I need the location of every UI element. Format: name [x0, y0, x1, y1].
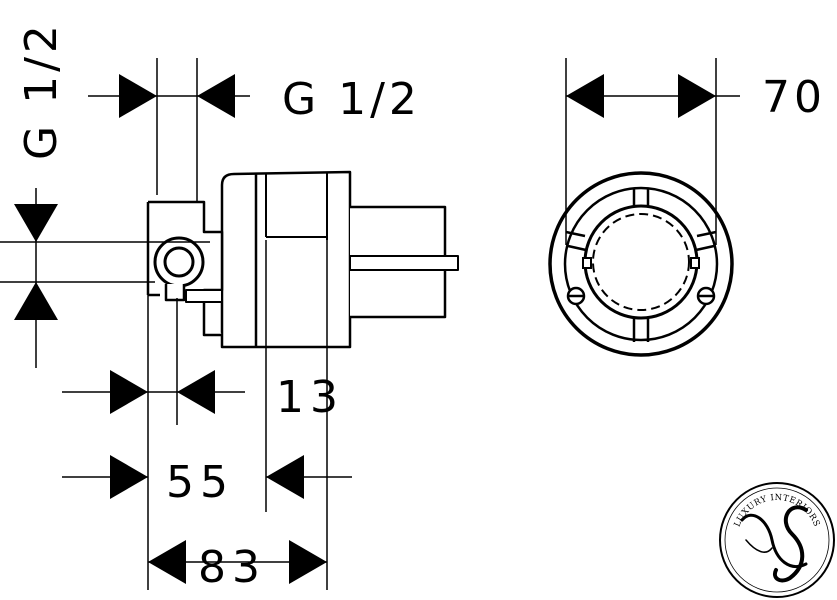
logo-inner-ring — [724, 487, 830, 593]
dim-label-83: 83 — [198, 542, 266, 593]
front-spokes — [565, 189, 717, 342]
valve-body — [220, 170, 352, 349]
front-outer-ring — [548, 171, 734, 357]
side-port-inner — [163, 246, 195, 278]
front-screws — [566, 286, 716, 306]
side-port-tab — [164, 284, 186, 302]
dim-label-side-thread: G 1/2 — [16, 21, 67, 160]
front-inner-ring — [563, 186, 719, 342]
front-spindle — [349, 255, 459, 271]
luxury-interiors-logo: LUXURY INTERIORS — [719, 482, 835, 598]
dim-label-55: 55 — [166, 457, 234, 508]
dimension-arrows — [14, 74, 716, 584]
dim-label-diameter: 70 — [762, 72, 826, 123]
dim-label-top-thread: G 1/2 — [282, 74, 421, 125]
front-view — [548, 171, 734, 357]
logo-monogram-icon — [740, 505, 808, 583]
side-view — [146, 170, 459, 349]
dim-label-13: 13 — [276, 372, 344, 423]
connector-lug — [185, 289, 223, 303]
front-bore-dashed — [592, 213, 690, 311]
front-clips — [582, 257, 700, 269]
